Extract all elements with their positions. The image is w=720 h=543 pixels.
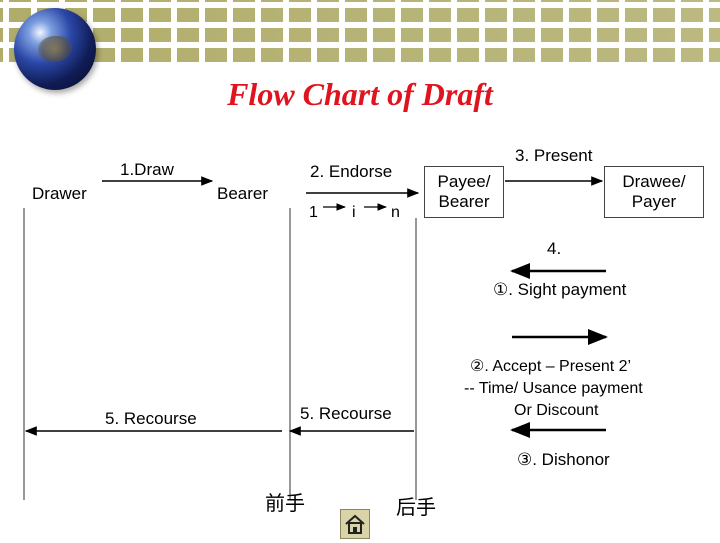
step4-label: 4. [547, 239, 562, 258]
accept-line-2: -- Time/ Usance payment [464, 380, 643, 397]
accept-line-1: ②. Accept – Present 2’ [470, 358, 632, 375]
drawee-payer-box: Drawee/ Payer [604, 166, 704, 218]
subsequent-party-label: 后手 [396, 495, 436, 519]
slide-title: Flow Chart of Draft [227, 76, 493, 112]
endorse-label: 2. Endorse [310, 162, 393, 181]
endorse-letter-1: 1 [309, 204, 318, 221]
drawer-label: Drawer [32, 184, 87, 203]
prior-party-label: 前手 [265, 491, 305, 515]
accept-line-3: Or Discount [514, 402, 599, 419]
dishonor-label: ③. Dishonor [517, 450, 610, 469]
sight-payment-label: ①. Sight payment [493, 280, 627, 299]
home-button[interactable] [340, 509, 370, 539]
home-icon [345, 514, 365, 534]
draw-label: 1.Draw [120, 160, 174, 179]
payee-bearer-box: Payee/ Bearer [424, 166, 504, 218]
header-banner [0, 0, 720, 68]
globe-icon [14, 8, 96, 90]
endorse-letter-3: n [391, 204, 400, 221]
endorse-letter-2: i [352, 204, 356, 221]
recourse-left-label: 5. Recourse [105, 409, 197, 428]
recourse-mid-label: 5. Recourse [300, 404, 392, 423]
present-label: 3. Present [515, 146, 593, 165]
bearer-label: Bearer [217, 184, 269, 203]
